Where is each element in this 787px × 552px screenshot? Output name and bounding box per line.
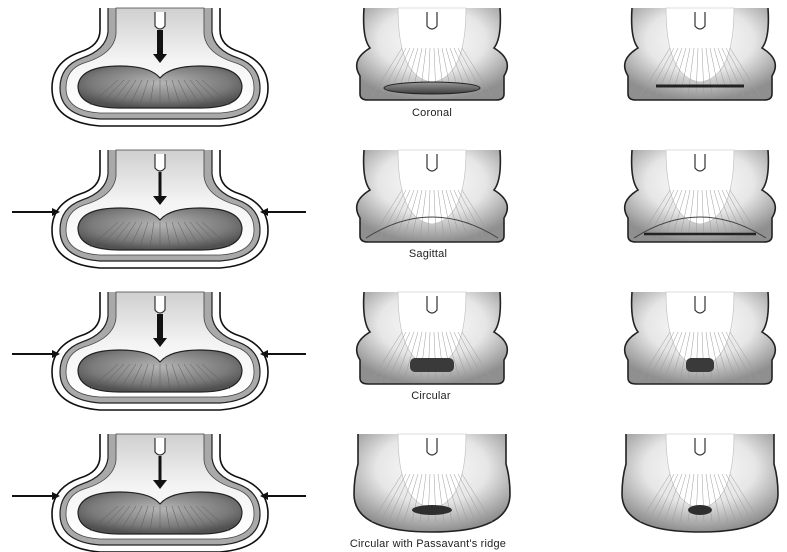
panel-left-row-0 [52,8,268,126]
closure-gap [410,358,454,372]
panel-right-row-2 [625,292,776,384]
panel-right-row-0 [625,8,776,100]
caption-coronal: Coronal [412,107,452,119]
closure-gap [688,505,712,515]
panel-left-row-1 [12,150,306,268]
uvula-icon [155,296,165,313]
uvula-icon [695,12,705,29]
uvula-icon [427,438,437,455]
uvula-icon [155,154,165,171]
uvula-icon [695,296,705,313]
panel-middle-row-0 [357,8,508,100]
closure-gap [412,505,452,515]
uvula-icon [427,154,437,171]
uvula-icon [695,438,705,455]
panel-middle-row-1 [357,150,508,242]
caption-circular: Circular [411,390,451,402]
closure-gap [686,358,714,372]
uvula-icon [155,438,165,455]
caption-sagittal: Sagittal [409,248,447,260]
uvula-icon [427,12,437,29]
uvula-icon [155,12,165,29]
panel-right-row-1 [625,150,776,242]
caption-circular-passavant: Circular with Passavant's ridge [350,538,506,550]
panel-left-row-2 [12,292,306,410]
panel-left-row-3 [12,434,306,552]
panel-middle-row-2 [357,292,508,384]
uvula-icon [695,154,705,171]
uvula-icon [427,296,437,313]
panel-right-row-3 [622,434,778,532]
closure-gap [384,82,480,94]
panel-middle-row-3 [354,434,510,532]
